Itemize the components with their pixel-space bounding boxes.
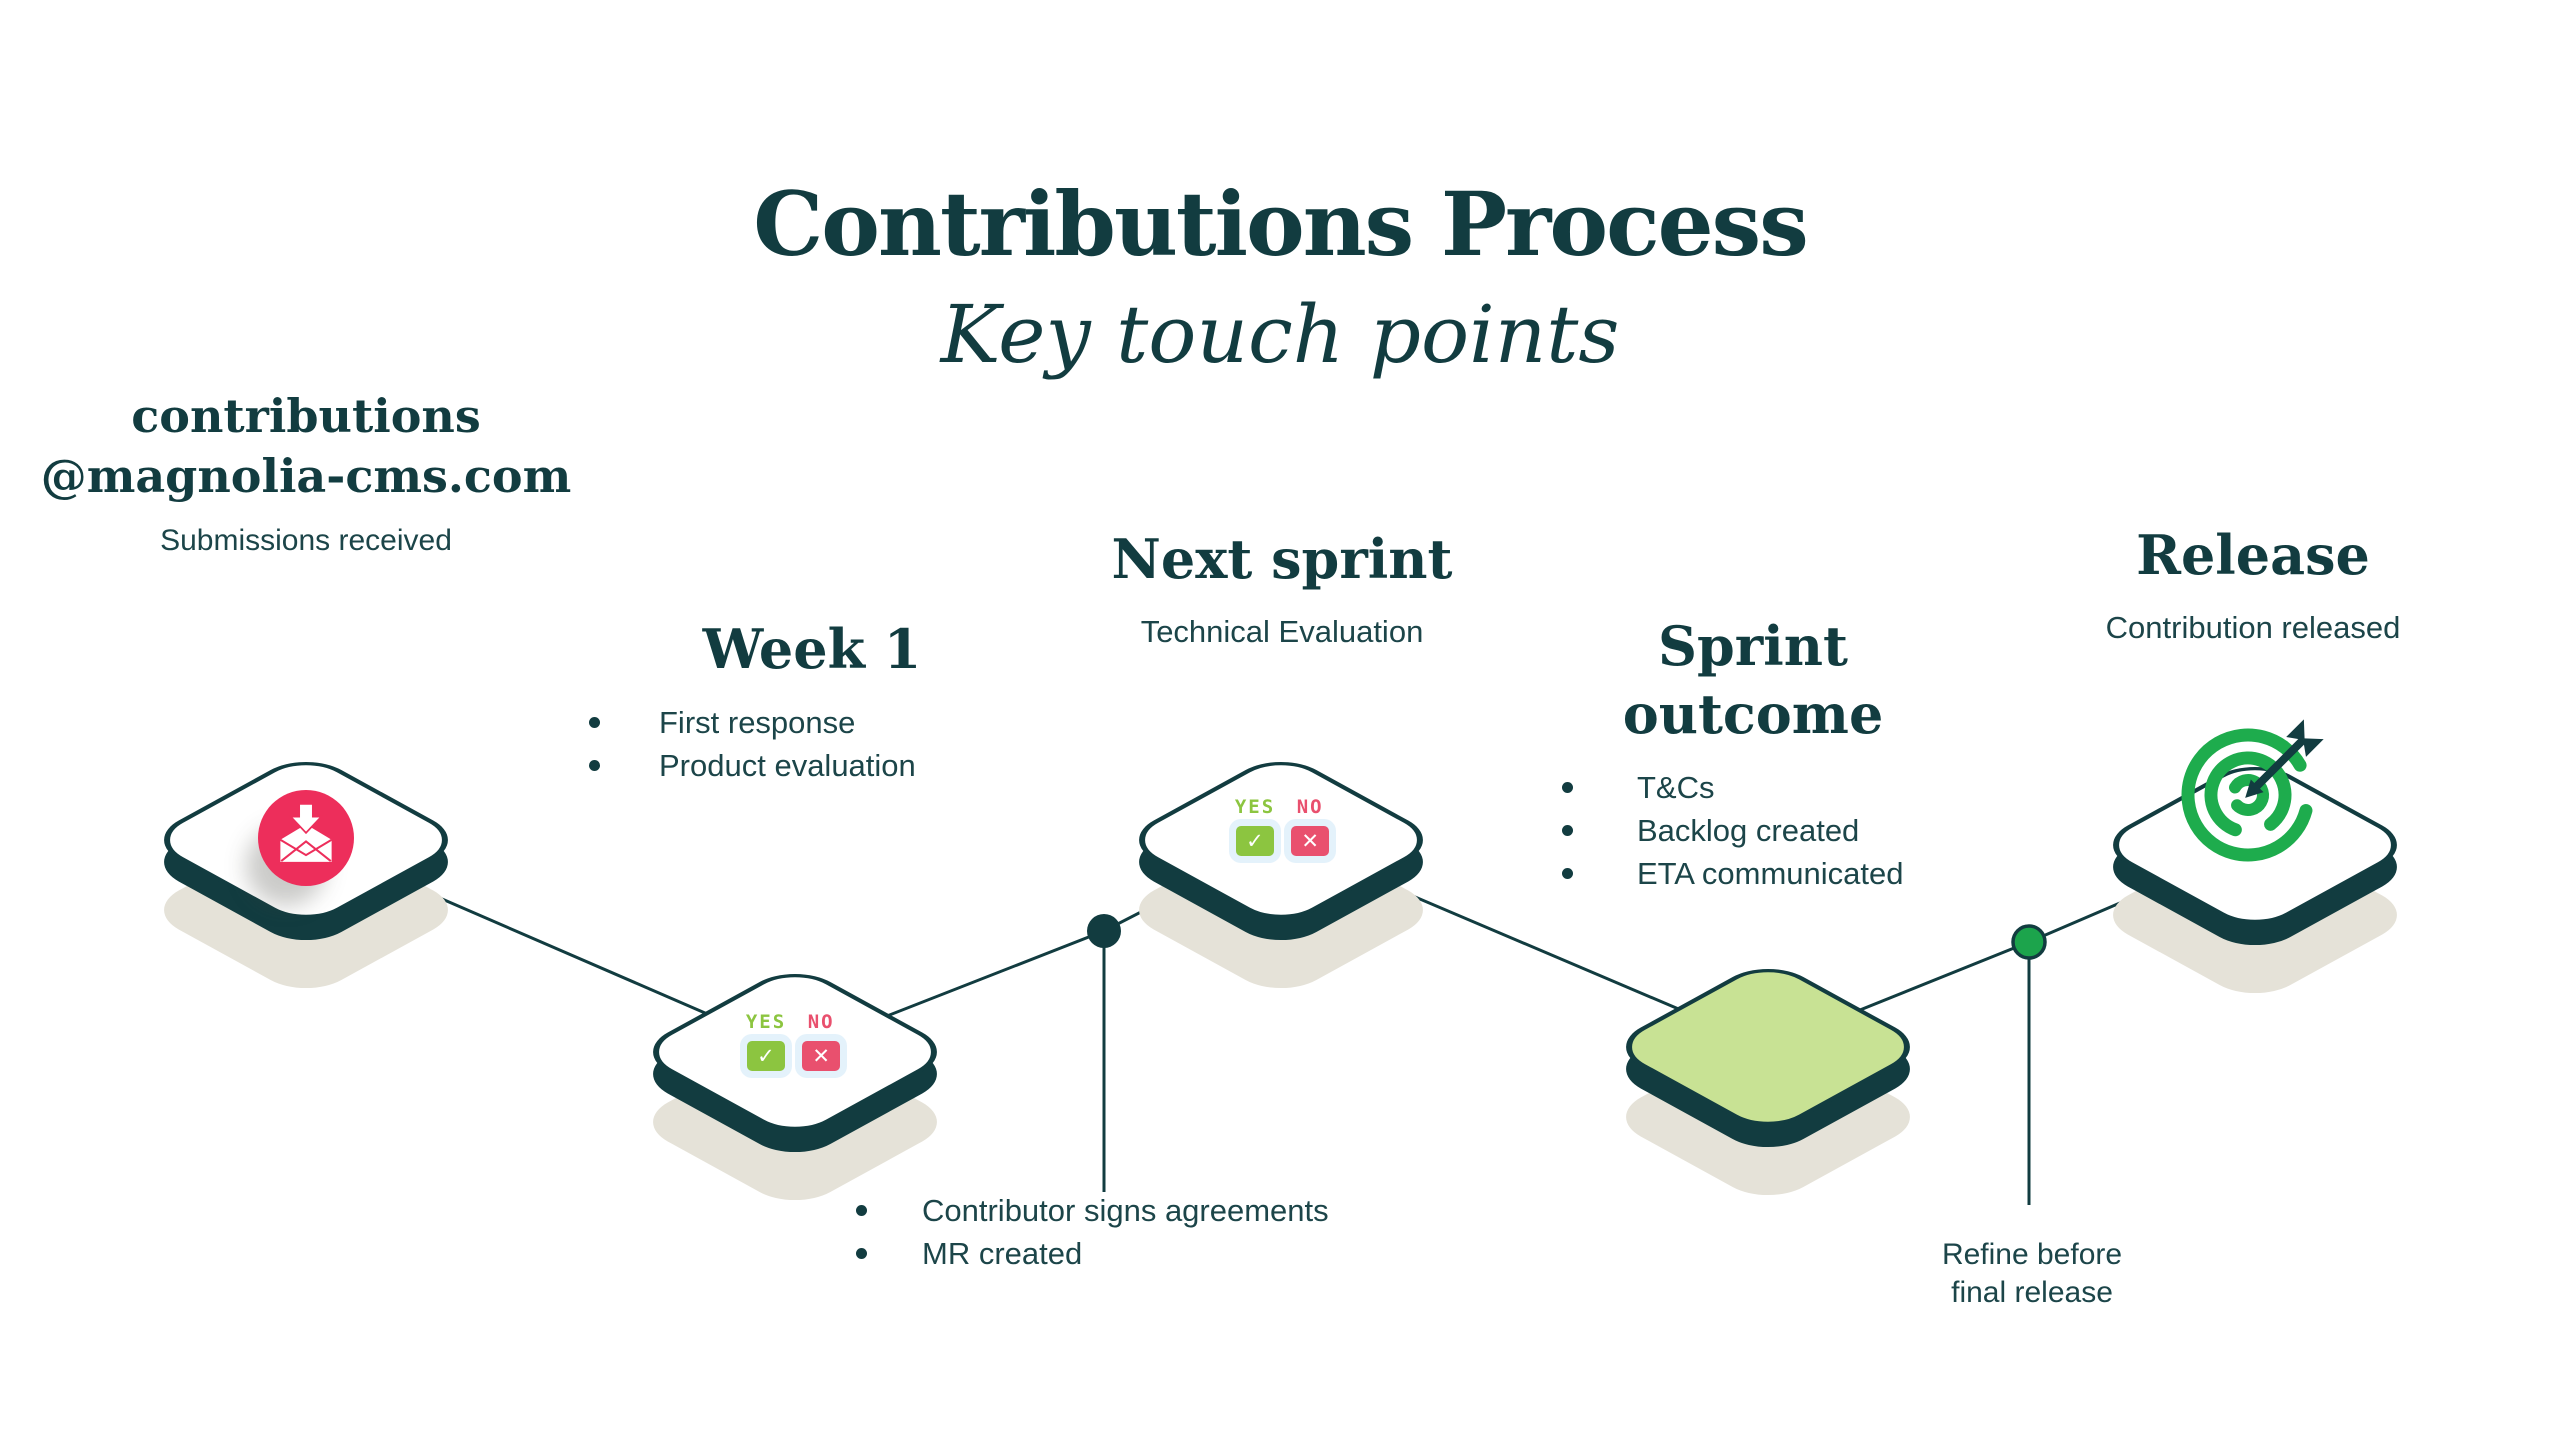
checkpoint-1-notes: Contributor signs agreements MR created — [856, 1189, 1329, 1275]
list-item: MR created — [856, 1232, 1329, 1275]
stage-sprint-outcome-bullets: T&Cs Backlog created ETA communicated — [1562, 766, 1903, 895]
yes-label: YES — [1234, 796, 1276, 818]
bullet-text: MR created — [922, 1236, 1083, 1271]
mail-download-icon — [258, 790, 354, 886]
check-icon: ✓ — [1235, 826, 1274, 856]
check-glyph: ✓ — [757, 1043, 775, 1068]
stage-release-block: Release Contribution released — [2003, 522, 2503, 648]
yes-no-checkboxes-icon: YES ✓ NO ✕ — [1202, 797, 1362, 856]
page-title: Contributions Process — [753, 172, 1809, 276]
cross-icon: ✕ — [1291, 826, 1330, 856]
list-item: Contributor signs agreements — [856, 1189, 1329, 1232]
list-item: ETA communicated — [1562, 852, 1903, 895]
cross-icon: ✕ — [802, 1041, 841, 1071]
yes-no-checkboxes-icon: YES ✓ NO ✕ — [713, 1012, 873, 1071]
bullet-dot-icon — [1562, 825, 1573, 836]
checkpoint-2-note: Refine before final release — [1832, 1236, 2232, 1312]
check-glyph: ✓ — [1246, 828, 1264, 853]
cross-glyph: ✕ — [1301, 828, 1319, 853]
yes-column: YES ✓ — [1235, 797, 1275, 856]
list-item: Product evaluation — [589, 744, 916, 787]
checkpoint-2-note-line1: Refine before — [1941, 1238, 2123, 1271]
bullet-text: Contributor signs agreements — [922, 1193, 1329, 1228]
stage-week1-bullets: First response Product evaluation — [589, 701, 916, 787]
bullet-dot-icon — [1562, 868, 1573, 879]
list-item: First response — [589, 701, 916, 744]
stage-next-sprint-subheading: Technical Evaluation — [1140, 614, 1424, 649]
tile-sprint-outcome — [1605, 932, 1931, 1207]
target-dart-icon — [2160, 707, 2336, 883]
stage-submissions-subheading: Submissions received — [160, 524, 452, 557]
no-column: NO ✕ — [802, 1011, 841, 1071]
stage-next-sprint-heading: Next sprint — [1111, 527, 1453, 591]
stage-sprint-outcome-heading: Sprint outcome — [1503, 612, 2003, 748]
bullet-dot-icon — [1562, 782, 1573, 793]
list-item: Backlog created — [1562, 809, 1903, 852]
stage-week1-heading: Week 1 — [702, 617, 922, 681]
bullet-text: Backlog created — [1637, 813, 1860, 848]
check-icon: ✓ — [746, 1041, 785, 1071]
bullet-text: ETA communicated — [1637, 856, 1904, 891]
bullet-text: First response — [659, 705, 856, 740]
bullet-dot-icon — [589, 717, 600, 728]
checkpoint-2-dot-icon — [2011, 924, 2047, 960]
list-item: T&Cs — [1562, 766, 1903, 809]
stage-sprint-outcome-heading-line1: Sprint — [1658, 614, 1848, 678]
bullet-dot-icon — [856, 1248, 867, 1259]
stage-submissions-heading-line2: @magnolia-cms.com — [40, 449, 572, 503]
checkpoint-1-dot-icon — [1087, 914, 1121, 948]
page-title-block: Contributions Process Key touch points — [0, 172, 2560, 389]
bullet-text: Product evaluation — [659, 748, 916, 783]
stage-release-heading: Release — [2136, 523, 2370, 587]
no-label: NO — [1296, 796, 1324, 818]
bullet-dot-icon — [589, 760, 600, 771]
stage-submissions-heading-line1: contributions — [131, 389, 481, 443]
checkpoint-2-note-line2: final release — [1951, 1276, 2113, 1309]
yes-column: YES ✓ — [746, 1012, 786, 1071]
stage-submissions-label: contributions @magnolia-cms.com Submissi… — [0, 386, 612, 560]
yes-label: YES — [745, 1011, 787, 1033]
bullet-text: T&Cs — [1637, 770, 1715, 805]
bullet-dot-icon — [856, 1205, 867, 1216]
stage-release-subheading: Contribution released — [2105, 610, 2401, 645]
no-column: NO ✕ — [1291, 796, 1330, 856]
no-label: NO — [807, 1011, 835, 1033]
stage-sprint-outcome-heading-line2: outcome — [1622, 682, 1884, 746]
stage-next-sprint-block: Next sprint Technical Evaluation — [1032, 526, 1532, 652]
cross-glyph: ✕ — [812, 1043, 830, 1068]
page-subtitle: Key touch points — [940, 288, 1620, 381]
